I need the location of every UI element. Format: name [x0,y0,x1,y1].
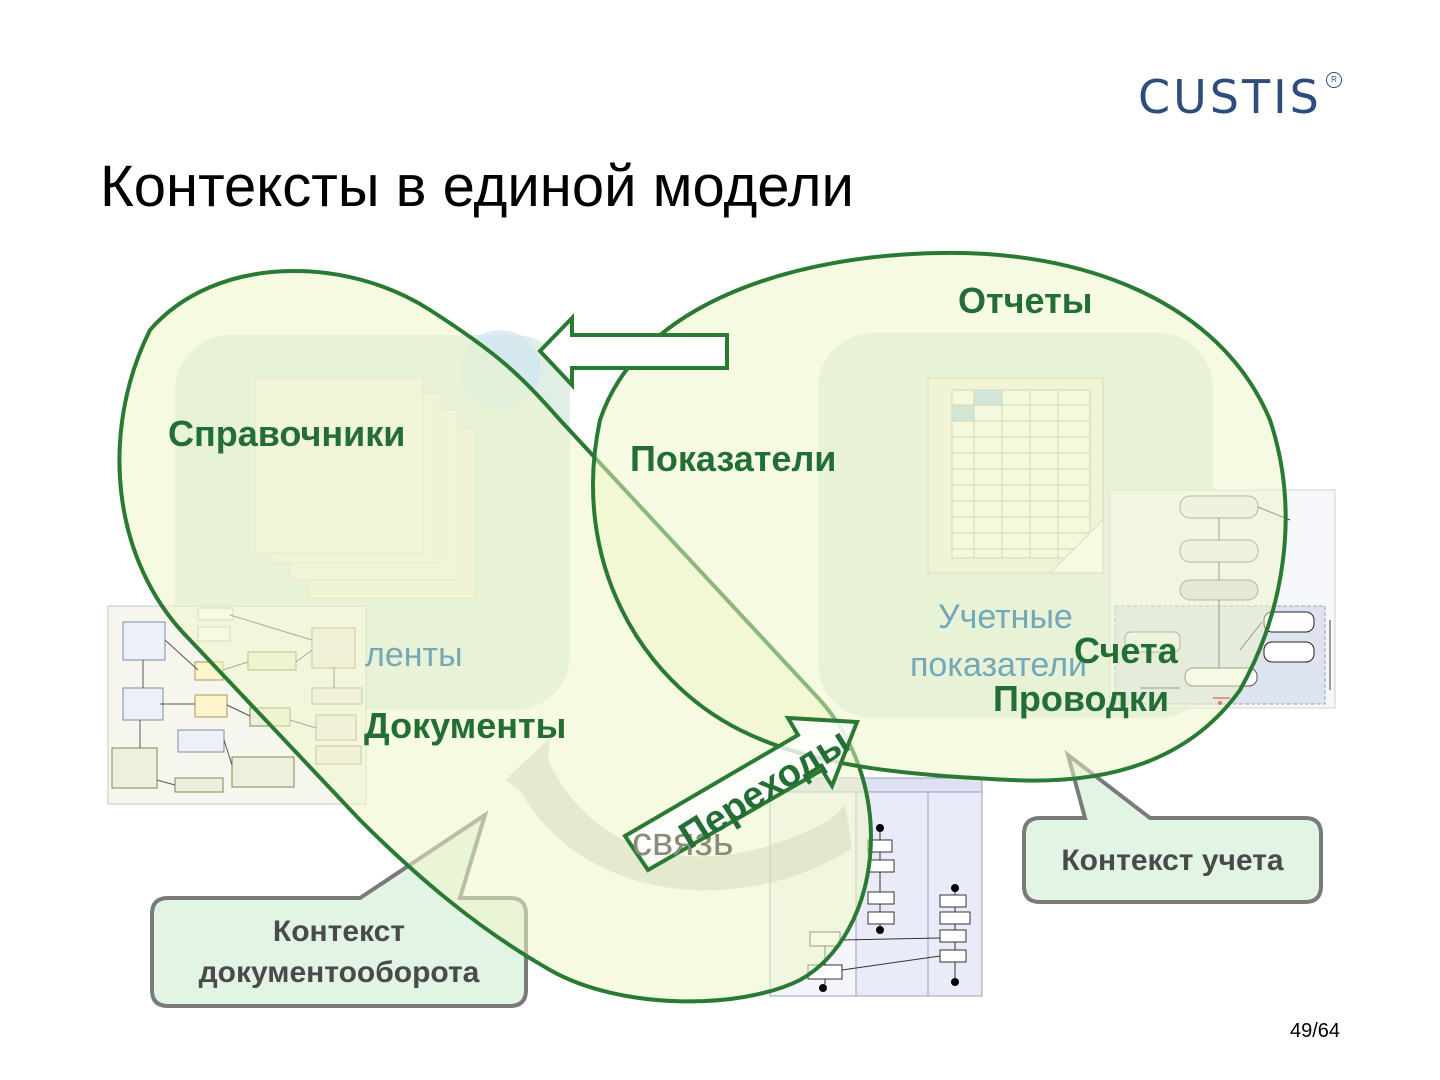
accounts-label: Счета [1074,630,1178,671]
left-arrow [537,313,729,391]
link-label: связь [632,820,734,864]
transitions-arrow [622,715,860,873]
entries-label: Проводки [993,678,1170,719]
registered-mark-icon: R [1326,72,1342,88]
indicators-label: Показатели [630,438,837,479]
document-flow-context-title: Контекст документооборота [152,912,526,993]
custis-logo: CUSTIS [1138,70,1322,124]
slide-title: Контексты в единой модели [100,154,854,219]
page-number: 49/64 [1290,1020,1341,1042]
accounting-indicators-line1: Учетные [938,598,1073,636]
accounting-context-blob [591,250,1288,783]
accounting-context-title: Контекст учета [1061,844,1284,877]
documents-faint-label: ленты [365,636,463,674]
document-flow-context-line1: Контекст [272,915,406,948]
document-flow-context-line2: документооборота [198,955,480,989]
directories-label: Справочники [168,413,406,454]
documents-label: Документы [364,705,567,746]
reports-label: Отчеты [958,280,1093,321]
accounting-callout-bubble [1022,749,1323,904]
accounting-indicators-line2: показатели [910,646,1088,684]
